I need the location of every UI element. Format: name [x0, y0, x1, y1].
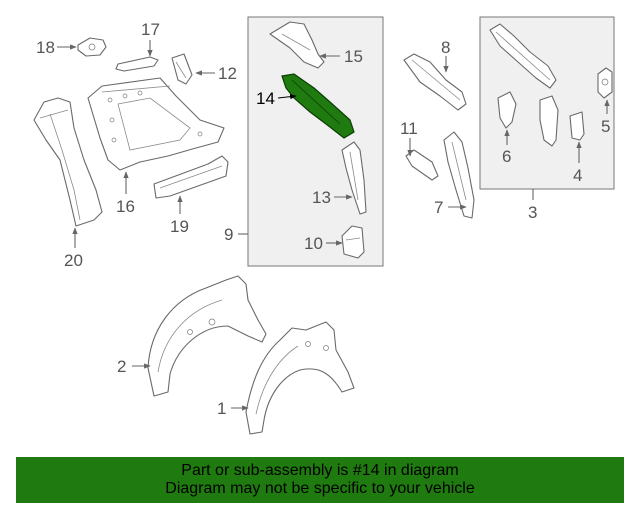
part-11[interactable] [405, 149, 439, 181]
part-1[interactable] [245, 321, 355, 435]
callout-10: 10 [304, 234, 323, 253]
part-5[interactable] [597, 67, 613, 99]
callout-2: 2 [117, 357, 126, 376]
parts-diagram: 18 17 12 16 19 20 15 14 13 10 9 8 11 7 3… [33, 16, 615, 435]
part-16[interactable] [87, 77, 225, 171]
callout-16: 16 [116, 197, 135, 216]
callout-12: 12 [218, 64, 237, 83]
callout-17: 17 [141, 20, 160, 39]
info-banner: Part or sub-assembly is #14 in diagram D… [16, 457, 624, 503]
part-20[interactable] [33, 97, 103, 227]
callout-7: 7 [434, 198, 443, 217]
part-18[interactable] [77, 37, 107, 57]
callout-14-highlighted: 14 [256, 89, 275, 108]
callout-4: 4 [573, 166, 582, 185]
callout-8: 8 [441, 38, 450, 57]
callout-20: 20 [64, 251, 83, 270]
callout-3: 3 [528, 203, 537, 222]
callout-9: 9 [224, 225, 233, 244]
part-17[interactable] [115, 56, 159, 72]
callout-11: 11 [400, 119, 418, 138]
part-19[interactable] [153, 155, 229, 199]
callout-13: 13 [312, 188, 331, 207]
part-10[interactable] [341, 225, 365, 259]
part-3-pillar[interactable] [489, 23, 557, 89]
banner-line-1: Part or sub-assembly is #14 in diagram [181, 462, 459, 479]
callout-6: 6 [502, 147, 511, 166]
banner-line-2: Diagram may not be specific to your vehi… [165, 480, 475, 497]
part-12[interactable] [171, 53, 193, 85]
part-3-inner-panel[interactable] [539, 95, 559, 147]
callout-1: 1 [217, 399, 226, 418]
part-7[interactable] [443, 131, 475, 219]
part-2[interactable] [147, 275, 267, 397]
callout-15: 15 [344, 47, 363, 66]
part-4[interactable] [569, 111, 585, 141]
callout-19: 19 [170, 217, 189, 236]
part-13[interactable] [341, 141, 367, 215]
part-8[interactable] [403, 53, 467, 111]
callout-5: 5 [601, 117, 610, 136]
callout-18: 18 [36, 38, 55, 57]
part-6[interactable] [497, 91, 517, 129]
